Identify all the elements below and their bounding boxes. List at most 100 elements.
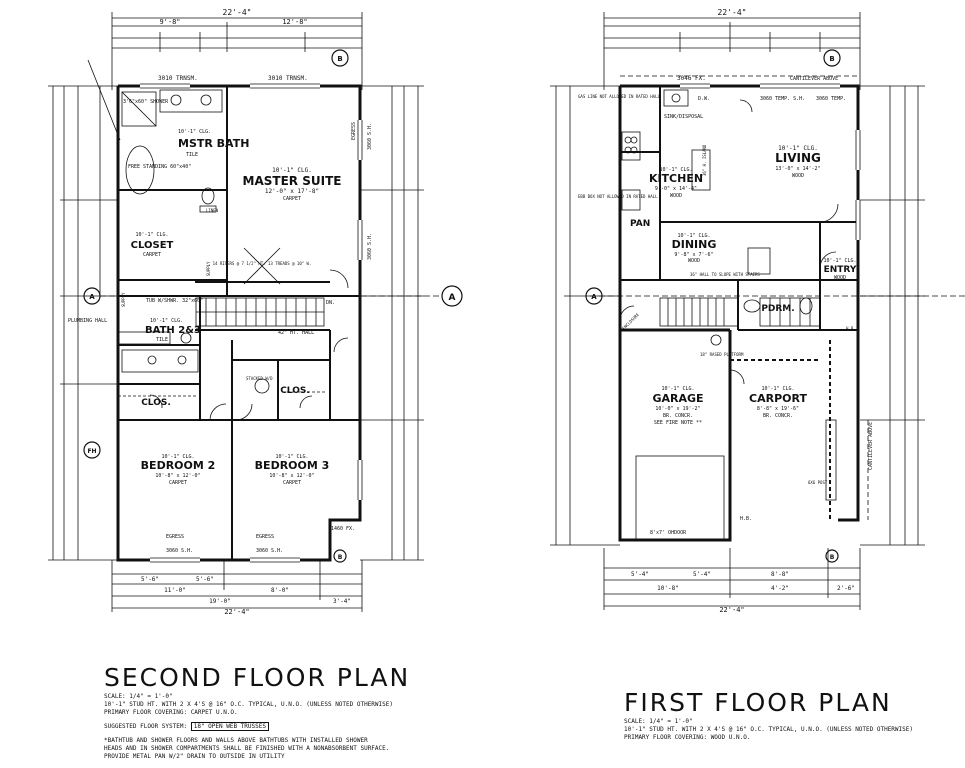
ff-dw: D.W. (698, 96, 710, 102)
second-floor-floor-covering: PRIMARY FLOOR COVERING: CARPET U.N.O. (104, 709, 238, 716)
ff-island: 36" H. ISLAND (702, 144, 707, 176)
sf-closet-clg: 10'-1" CLG. (135, 232, 168, 238)
ff-entry-floor: WOOD (834, 275, 846, 281)
sf-marker-a: A (89, 293, 95, 301)
ff-garage-size: 10'-0" x 19'-2" (655, 406, 700, 412)
ff-living-size: 13'-0" x 14'-2" (775, 166, 820, 172)
first-floor-stud-note: 10'-1" STUD HT. WITH 2 X 4'S @ 16" O.C. … (624, 726, 913, 733)
sf-master-floor: CARPET (283, 196, 301, 202)
sf-mstr-bath-floor: TILE (186, 152, 198, 158)
sf-bed3-size: 10'-8" x 12'-0" (269, 473, 314, 479)
ff-temp-1: 3060 TEMP. S.H. (760, 96, 805, 102)
ff-cantilever-side: CANTILEVER ABOVE (868, 422, 874, 470)
second-floor-stud-note: 10'-1" STUD HT. WITH 2 X 4'S @ 16" O.C. … (104, 701, 393, 708)
sf-plumbing-hall: PLUMBING HALL (68, 318, 107, 324)
sf-tub: TUB W/SHWR. 32"x60" (146, 298, 203, 304)
sf-mstr-bath-name: MSTR BATH (178, 137, 249, 150)
ff-bdim-4: 10'-8" (657, 585, 679, 592)
sf-bed3-clg: 10'-1" CLG. (275, 454, 308, 460)
sf-egress-2: EGRESS (256, 534, 274, 540)
ff-dining-floor: WOOD (688, 258, 700, 264)
sf-bdim-2: 5'-6" (196, 576, 214, 583)
sf-overall-width: 22'-4" (223, 8, 252, 17)
ff-bdim-7: 22'-4" (719, 606, 744, 614)
sf-clos-b: CLOS. (280, 386, 310, 396)
ff-raised: 18" RASED PLATFORM (700, 352, 744, 357)
sf-bdim-6: 3'-4" (333, 598, 351, 605)
sf-bed2-clg: 10'-1" CLG. (161, 454, 194, 460)
sf-stacked: STACKED W/D (246, 376, 273, 381)
sf-marker-fh: FH (87, 448, 96, 455)
first-floor-floor-covering: PRIMARY FLOOR COVERING: WOOD U.N.O. (624, 734, 751, 741)
ff-temp-2: 3060 TEMP. (816, 96, 846, 102)
floor-system-value: 18" OPEN WEB TRUSSES (190, 722, 269, 731)
sf-trnsm-1: 3010 TRNSM. (158, 75, 198, 82)
ff-marker-b-bottom: B (830, 554, 835, 561)
sf-closet-floor: CARPET (143, 252, 161, 258)
sf-bed3-name: BEDROOM 3 (255, 459, 330, 472)
ff-entry-clg: 10'-1" CLG. (823, 258, 856, 264)
sf-free-standing: FREE STANDING 60"x40" (128, 164, 191, 170)
first-floor-title-block: FIRST FLOOR PLAN SCALE: 1/4" = 1'-0" 10'… (624, 690, 913, 742)
first-floor-title: FIRST FLOOR PLAN (624, 688, 892, 717)
ff-post: 6X6 POST (808, 480, 828, 485)
ff-dining-name: DINING (672, 238, 717, 251)
sf-bdim-7: 22'-4" (224, 608, 249, 616)
sf-fx: 1460 FX. (331, 526, 355, 532)
first-floor-labels: 22'-4" 3046 FX. CANTILEVER ABOVE CANTILE… (578, 8, 874, 614)
ff-garage-name: GARAGE (652, 392, 703, 405)
ff-carport-clg: 10'-1" CLG. (761, 386, 794, 392)
ff-bdim-2: 5'-4" (693, 571, 711, 578)
sf-sh-1: 3060 S.H. (166, 548, 193, 554)
sf-supply-2: SUPPLY (206, 261, 211, 276)
sf-clos-a: CLOS. (141, 398, 171, 408)
ff-hall-36: 36" HALL TO SLOPE WITH STAIRS (690, 272, 760, 277)
ff-carport-name: CARPORT (749, 392, 807, 405)
ff-garage-clg: 10'-1" CLG. (661, 386, 694, 392)
ff-ebb-box: EBB BOX NOT ALLOWED IN RATED HALL (578, 194, 658, 199)
sf-sh-2: 3060 S.H. (256, 548, 283, 554)
sf-marker-a-right: A (449, 293, 456, 303)
ff-pdrm: PDRM. (761, 304, 794, 314)
sf-linen: LINEN (206, 208, 219, 213)
sf-bdim-3: 11'-0" (164, 587, 186, 594)
ff-carport-floor: BR. CONCR. (763, 413, 793, 419)
second-floor-note-1: *BATHTUB AND SHOWER FLOORS AND WALLS ABO… (104, 737, 368, 744)
sf-ht-hall: 42" HT. HALL (278, 330, 314, 336)
sf-master-clg: 10'-1" CLG. (272, 167, 312, 174)
sf-shower: 3'6"x60" SHOWER (123, 99, 169, 105)
ff-kitchen-floor: WOOD (670, 193, 682, 199)
sf-closet-name: CLOSET (131, 240, 174, 251)
ff-overall-width: 22'-4" (718, 8, 747, 17)
sf-bed2-floor: CARPET (169, 480, 187, 486)
ff-fx: 3046 FX. (677, 75, 706, 82)
sf-top-dim-left: 9'-8" (159, 18, 180, 26)
ff-pan: PAN (630, 219, 650, 229)
second-floor-title: SECOND FLOOR PLAN (104, 663, 411, 692)
ff-living-name: LIVING (775, 151, 821, 165)
sf-master-name: MASTER SUITE (243, 174, 342, 188)
ff-door: 8'x7' OHDOOR (650, 530, 687, 536)
first-floor-scale: SCALE: 1/4" = 1'-0" (624, 718, 693, 725)
second-floor-note-2: HEADS AND IN SHOWER COMPARTMENTS SHALL B… (104, 745, 390, 752)
ff-living-clg: 10'-1" CLG. (778, 145, 818, 152)
sf-egress-3: EGRESS (351, 122, 357, 140)
second-floor-note-3: PROVIDE METAL PAN W/2" DRAIN TO OUTSIDE … (104, 753, 285, 760)
sf-bath23-clg: 10'-1" CLG. (150, 318, 183, 324)
sf-bath23-floor: TILE (156, 337, 168, 343)
ff-garage-floor: BR. CONCR. (663, 413, 693, 419)
ff-entry-name: ENTRY (824, 265, 857, 275)
sf-bdim-5: 19'-0" (209, 598, 231, 605)
sf-mstr-bath-clg: 10'-1" CLG. (178, 129, 211, 135)
ff-hb-2: H.B. (846, 326, 856, 331)
sf-marker-b-bottom: B (338, 554, 343, 561)
sf-supply-1: SUPPLY (121, 292, 126, 307)
sf-bdim-4: 8'-0" (271, 587, 289, 594)
ff-marker-a: A (591, 293, 597, 301)
ff-dining-size: 9'-8" x 7'-6" (674, 252, 713, 258)
ff-marker-b: B (829, 55, 834, 63)
ff-bdim-5: 4'-2" (771, 585, 789, 592)
ff-enclosure: ENCLOSURE (621, 311, 640, 330)
sf-sh-4: 3060 S.H. (367, 233, 373, 260)
